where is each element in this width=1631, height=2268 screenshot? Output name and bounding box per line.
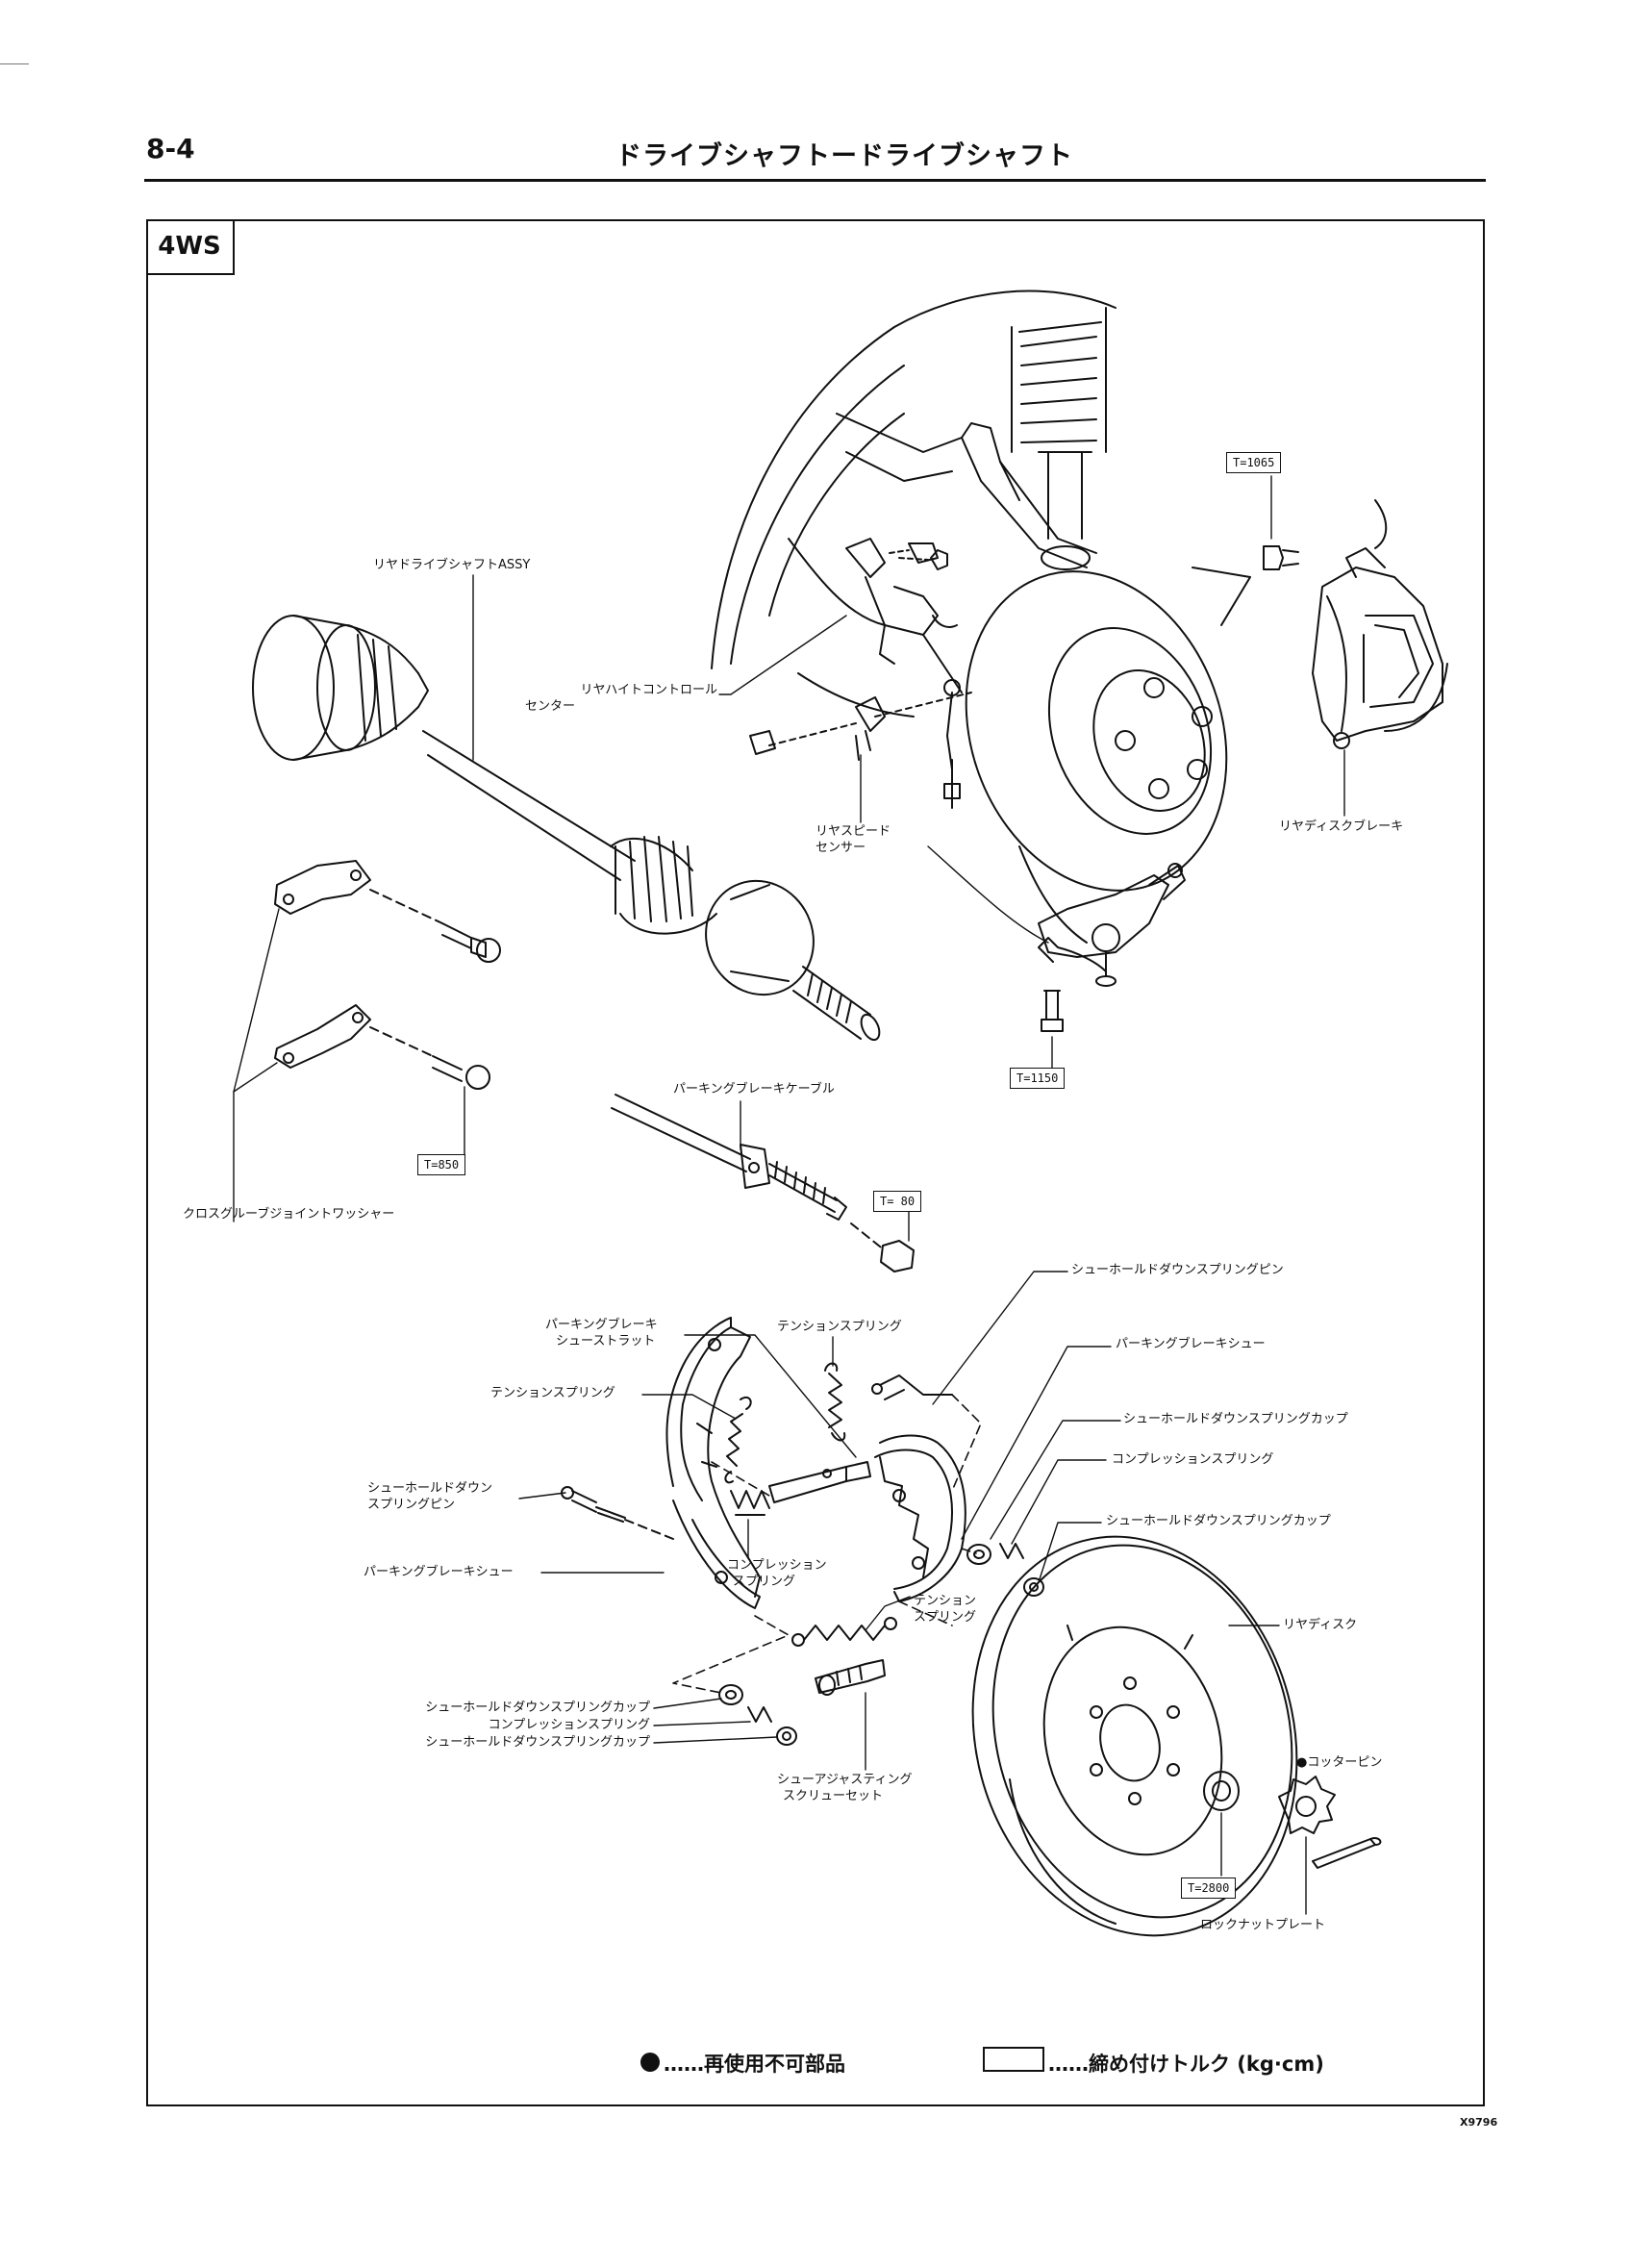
compression-spring-center <box>730 1490 770 1516</box>
tension-spring-left <box>724 1396 752 1484</box>
label-tension-spring-top: テンションスプリング <box>777 1320 902 1334</box>
label-compression-spring-right: コンプレッションスプリング <box>1112 1452 1274 1467</box>
caliper-bolt <box>1263 545 1299 570</box>
label-rear-speed-sensor-1: リヤスピード <box>816 824 891 839</box>
label-tension-spring-bottom-2: スプリング <box>914 1610 977 1625</box>
label-hold-down-cup-left-1: シューホールドダウンスプリングカップ <box>425 1701 650 1715</box>
tension-spring-bottom <box>791 1617 897 1647</box>
label-rear-disc: リヤディスク <box>1283 1618 1358 1632</box>
parking-brake-shoe-right <box>874 1434 966 1602</box>
label-rear-disc-brake: リヤディスクブレーキ <box>1279 819 1404 834</box>
rear-drive-shaft <box>252 615 881 1042</box>
legend-non-reusable: ……再使用不可部品 <box>664 2053 845 2076</box>
label-adjusting-screw-2: スクリューセット <box>783 1789 884 1803</box>
label-cotter-pin: ●コッターピン <box>1296 1755 1383 1770</box>
rear-disc <box>971 1535 1298 1937</box>
label-compression-spring-left: コンプレッションスプリング <box>488 1718 650 1732</box>
label-parking-brake-strut-1: パーキングブレーキ <box>545 1318 658 1332</box>
page-number: 8-4 <box>146 133 195 164</box>
shoe-adjusting-screw <box>815 1659 886 1696</box>
sensor-bolt <box>898 549 948 570</box>
hold-down-parts-right <box>966 1543 1044 1597</box>
torque-box-joint-bolt: T=850 <box>417 1154 466 1175</box>
label-hold-down-cup-right-1: シューホールドダウンスプリングカップ <box>1123 1412 1348 1426</box>
legend-torque: ……締め付けトルク (kg·cm) <box>1048 2053 1324 2076</box>
hold-down-parts-left <box>718 1684 797 1746</box>
variant-tag: 4WS <box>146 219 235 275</box>
label-lock-nut-plate: ロックナットプレート <box>1200 1918 1326 1932</box>
label-rear-drive-shaft-assy: リヤドライブシャフトASSY <box>373 558 531 572</box>
lock-nut <box>1203 1771 1240 1811</box>
label-hold-down-pin-right: シューホールドダウンスプリングピン <box>1071 1263 1284 1277</box>
label-rear-height-control-1: リヤハイトコントロール <box>580 683 717 697</box>
cotter-pin <box>1312 1837 1382 1869</box>
label-adjusting-screw-1: シューアジャスティング <box>777 1773 913 1787</box>
label-parking-brake-strut-2: シューストラット <box>556 1334 656 1348</box>
diagram-frame <box>146 219 1485 2106</box>
label-parking-brake-cable: パーキングブレーキケーブル <box>673 1082 835 1096</box>
torque-box-lock-nut: T=2800 <box>1181 1877 1237 1899</box>
joint-bolts <box>369 889 501 1090</box>
label-rear-speed-sensor-2: センサー <box>816 841 866 855</box>
corner-mark <box>0 63 29 64</box>
cross-groove-joint-washers <box>274 860 371 1069</box>
label-tension-spring-left: テンションスプリング <box>490 1386 615 1400</box>
suspension-body <box>711 290 1117 972</box>
label-cross-groove-joint-washer: クロスグルーブジョイントワッシャー <box>183 1207 395 1222</box>
parking-brake-cable <box>611 1094 915 1273</box>
height-control-sensor <box>845 538 963 770</box>
page-title: ドライブシャフトードライブシャフト <box>615 141 1073 171</box>
parking-brake-strut <box>768 1461 871 1503</box>
speed-sensor <box>749 692 972 809</box>
pin-left-guide <box>624 1519 674 1540</box>
lock-nut-plate <box>1278 1776 1336 1834</box>
label-hold-down-pin-left-2: スプリングピン <box>367 1498 456 1512</box>
rear-disc-brake-caliper <box>1312 499 1448 749</box>
lower-knuckle <box>1038 863 1186 987</box>
torque-box-caliper: T=1065 <box>1226 452 1282 473</box>
label-tension-spring-bottom-1: テンション <box>914 1594 977 1608</box>
label-compression-spring-center-1: コンプレッション <box>727 1558 827 1573</box>
knuckle-bolt <box>1041 990 1064 1032</box>
tension-spring-top <box>824 1362 846 1442</box>
shock-absorber <box>1011 307 1107 570</box>
hold-down-pin-left <box>561 1486 626 1523</box>
label-parking-brake-shoe-right: パーキングブレーキシュー <box>1116 1337 1266 1351</box>
torque-box-knuckle: T=1150 <box>1010 1068 1066 1089</box>
label-hold-down-cup-right-2: シューホールドダウンスプリングカップ <box>1106 1514 1331 1528</box>
label-rear-height-control-2: センター <box>525 699 576 714</box>
header-rule <box>144 179 1486 182</box>
legend-torque-box <box>983 2047 1044 2072</box>
hold-down-pin-top-right <box>871 1374 953 1400</box>
label-compression-spring-center-2: スプリング <box>733 1575 796 1589</box>
label-parking-brake-shoe-left: パーキングブレーキシュー <box>364 1565 514 1579</box>
leader-lines <box>233 475 1345 1915</box>
torque-box-cable-bolt: T= 80 <box>873 1191 922 1212</box>
figure-id: X9796 <box>1460 2116 1498 2129</box>
shoe-assembly-guides <box>672 1394 982 1694</box>
label-hold-down-cup-left-2: シューホールドダウンスプリングカップ <box>425 1735 650 1750</box>
backing-plate-hub <box>965 567 1251 944</box>
label-hold-down-pin-left-1: シューホールドダウン <box>367 1481 493 1496</box>
legend-non-reusable-dot <box>640 2053 660 2072</box>
